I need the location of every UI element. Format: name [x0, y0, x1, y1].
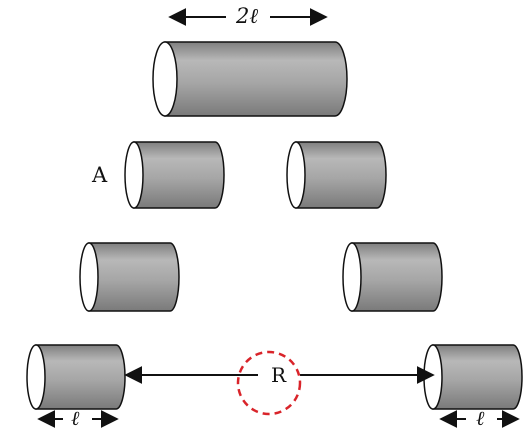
distance-r-label: R [271, 363, 287, 387]
top-length-label: 2ℓ [236, 4, 259, 28]
left-length-label: ℓ [71, 406, 80, 430]
cylinder-row3-left [79, 242, 180, 312]
right-length-label: ℓ [476, 406, 485, 430]
cylinder-bottom-left [26, 344, 126, 410]
highlight-circle [236, 350, 302, 416]
cylinder-top-long [152, 41, 348, 117]
cylinder-row2-left [124, 141, 225, 209]
point-a-label: A [92, 163, 108, 187]
cylinder-row3-right [342, 242, 443, 312]
cylinder-row2-right [286, 141, 387, 209]
cylinder-bottom-right [423, 344, 523, 410]
